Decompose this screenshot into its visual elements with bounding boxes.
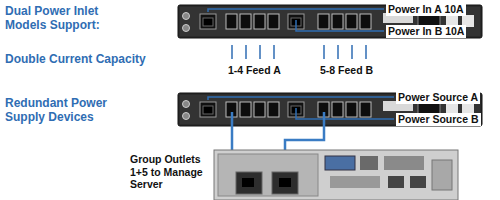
server-illustration bbox=[214, 150, 458, 200]
group-label: 5-8 Feed B bbox=[320, 64, 373, 77]
callout-label: Power In A 10A bbox=[386, 3, 466, 16]
heading-text: Double Current Capacity bbox=[5, 52, 173, 66]
heading-text: Dual Power Inlet Models Support: bbox=[5, 4, 130, 33]
heading-text: Redundant Power Supply Devices bbox=[5, 96, 130, 125]
callout-note: Group Outlets 1+5 to Manage Server bbox=[130, 153, 210, 191]
group-label: 1-4 Feed A bbox=[228, 64, 281, 77]
callout-label: Power In B 10A bbox=[386, 25, 466, 38]
callout-label: Power Source B bbox=[396, 113, 481, 126]
callout-label: Power Source A bbox=[396, 91, 480, 104]
